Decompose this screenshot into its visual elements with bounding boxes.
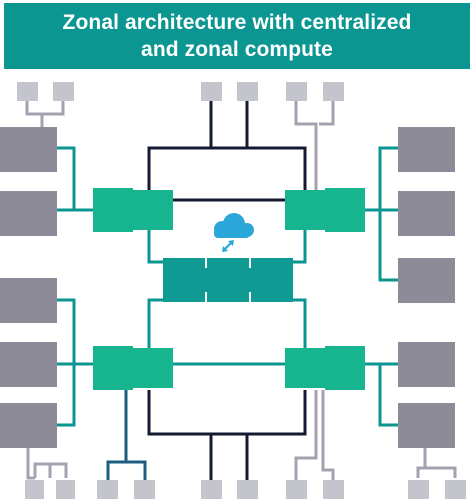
wire — [294, 100, 318, 190]
wire — [106, 390, 128, 482]
wire — [321, 390, 335, 482]
ecu-box — [0, 403, 57, 448]
central-compute — [163, 258, 293, 302]
ecu-box — [0, 127, 57, 172]
sensor-box — [323, 82, 344, 101]
wire — [245, 390, 307, 482]
sensor-box — [134, 480, 155, 499]
sensor-box — [56, 480, 75, 499]
sensor-box — [445, 480, 466, 499]
sensor-box — [17, 82, 38, 101]
ecu-box — [398, 342, 455, 387]
wire — [294, 390, 318, 482]
wire — [292, 298, 307, 348]
io-devices — [17, 82, 466, 499]
wire — [319, 100, 335, 126]
sensor-box — [323, 480, 344, 499]
wire — [378, 210, 398, 282]
wire — [147, 100, 213, 190]
wire — [147, 390, 213, 482]
zonal-compute-block — [316, 199, 334, 221]
central-compute-block — [241, 268, 261, 292]
ecu-box — [398, 403, 455, 448]
wire — [365, 146, 398, 212]
zonal-compute-modules — [93, 188, 365, 390]
ecu-box — [0, 342, 57, 387]
ecu-box — [398, 127, 455, 172]
sensor-box — [53, 82, 74, 101]
wire — [245, 100, 307, 190]
ecu-units — [0, 127, 455, 448]
zonal-module-bottom-right — [285, 346, 365, 390]
central-compute-block — [197, 268, 217, 292]
wire — [25, 100, 44, 128]
wire — [365, 362, 398, 427]
ecu-box — [0, 278, 57, 323]
wire — [33, 462, 52, 478]
sensor-box — [237, 82, 258, 101]
wire — [425, 466, 457, 478]
zonal-module-top-right — [285, 188, 365, 232]
sensor-box — [97, 480, 118, 499]
wire — [147, 298, 163, 348]
bidirectional-arrow-icon — [222, 240, 234, 252]
cloud-icon — [214, 213, 254, 238]
wire — [416, 447, 427, 478]
wire — [50, 462, 68, 478]
wire — [292, 230, 307, 264]
sensor-box — [201, 82, 222, 101]
title-line-2: and zonal compute — [141, 38, 333, 61]
sensor-box — [237, 480, 258, 499]
zonal-module-bottom-left — [93, 346, 173, 390]
ecu-box — [0, 191, 57, 236]
sensor-box — [408, 480, 429, 499]
sensor-box — [201, 480, 222, 499]
wiring — [25, 100, 457, 482]
title-line-1: Zonal architecture with centralized — [62, 11, 412, 34]
ecu-box — [398, 258, 455, 303]
sensor-box — [286, 480, 307, 499]
wire — [56, 146, 93, 212]
wire — [147, 230, 163, 264]
ecu-box — [398, 191, 455, 236]
zonal-module-top-left — [93, 188, 173, 232]
wire — [26, 447, 35, 480]
title-banner: Zonal architecture with centralized and … — [4, 3, 470, 69]
wire — [126, 460, 147, 482]
wire — [42, 100, 65, 116]
zonal-compute-block — [316, 357, 334, 379]
sensor-box — [286, 82, 307, 101]
zonal-compute-block — [124, 357, 142, 379]
sensor-box — [25, 480, 44, 499]
zonal-compute-block — [124, 199, 142, 221]
